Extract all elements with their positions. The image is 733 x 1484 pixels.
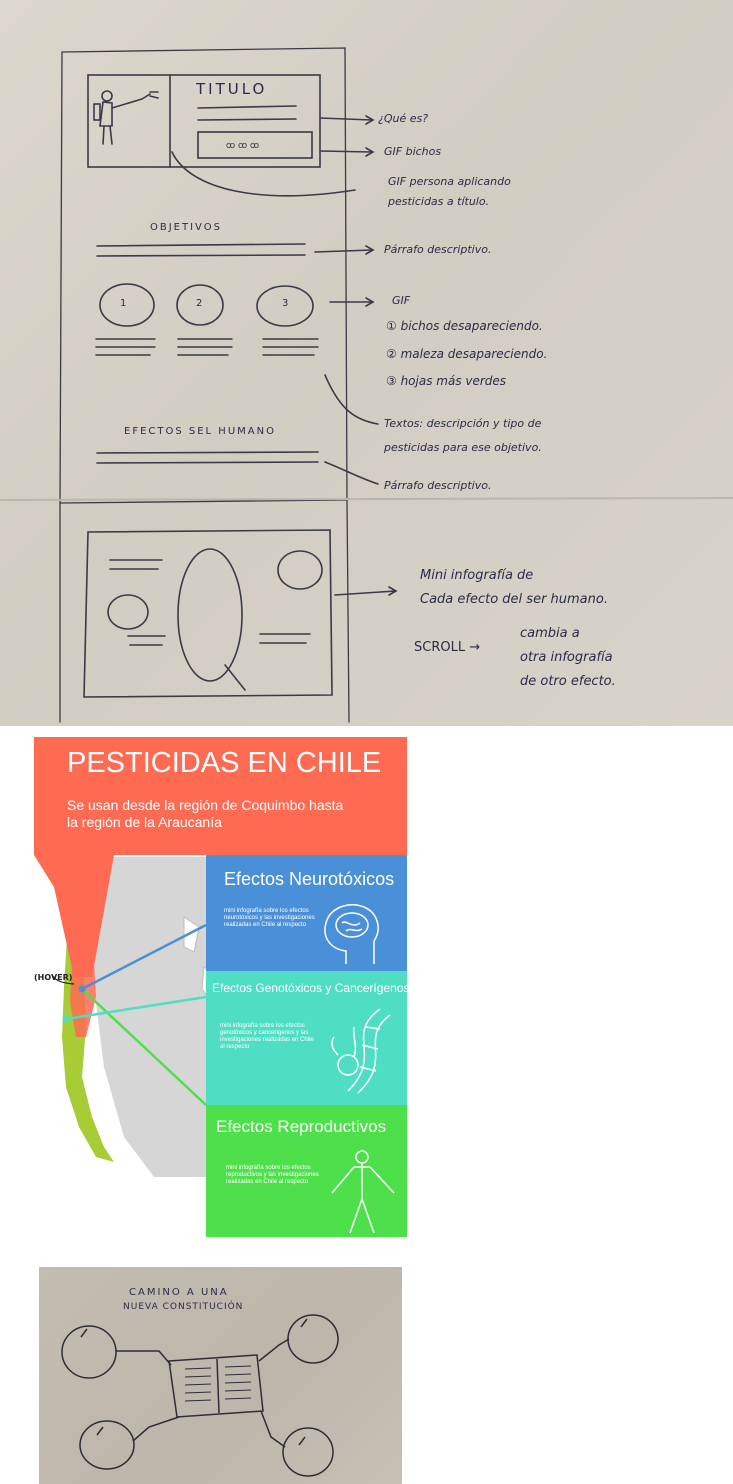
annotation-parrafo-2: Párrafo descriptivo.: [384, 479, 492, 492]
sketch-circle-3: 3: [282, 298, 289, 309]
chile-map: [34, 855, 234, 1177]
annotation-scroll-3: de otro efecto.: [520, 674, 616, 689]
annotation-item-3: ③ hojas más verdes: [386, 374, 507, 388]
annotation-gif-bichos: GIF bichos: [384, 145, 442, 158]
sketch-title: TITULO: [196, 80, 268, 98]
subtitle-line-1: Se usan desde la región de Coquimbo hast…: [67, 797, 344, 813]
annotation-item-2: ② maleza desapareciendo.: [386, 347, 548, 361]
sketch-circle-1: 1: [120, 298, 127, 309]
annotation-item-1: ① bichos desapareciendo.: [386, 319, 543, 333]
annotation-scroll-2: otra infografía: [520, 650, 613, 665]
annotation-que-es: ¿Qué es?: [378, 112, 429, 125]
header-banner: PESTICIDAS EN CHILE Se usan desde la reg…: [34, 737, 407, 855]
card-genotoxic-title: Efectos Genotóxicos y Cancerígenos: [212, 981, 407, 995]
annotation-scroll-1: cambia a: [520, 626, 580, 641]
card-genotoxic[interactable]: Efectos Genotóxicos y Cancerígenos mini …: [206, 971, 407, 1105]
annotation-gif-persona-2: pesticidas a título.: [388, 195, 490, 208]
annotation-scroll: SCROLL →: [414, 640, 481, 655]
card-neurotoxic-title: Efectos Neurotóxicos: [224, 869, 395, 889]
annotation-mini-2: Cada efecto del ser humano.: [420, 592, 608, 607]
card-reproductive-title: Efectos Reproductivos: [216, 1117, 387, 1136]
sketch-effects-heading: EFECTOS SEL HUMANO: [124, 426, 276, 437]
constitution-title-2: NUEVA CONSTITUCIÓN: [123, 1302, 244, 1312]
annotation-textos-1: Textos: descripción y tipo de: [384, 417, 542, 430]
sketch-objectives-heading: OBJETIVOS: [150, 222, 222, 233]
head-icon: [324, 903, 379, 964]
constitution-drawing: [61, 1314, 339, 1477]
svg-text:ꝏ ꝏ ꝏ: ꝏ ꝏ ꝏ: [226, 141, 259, 151]
annotation-gif: GIF: [392, 294, 411, 307]
card-reproductive[interactable]: Efectos Reproductivos mini infografía so…: [206, 1105, 407, 1237]
annotation-mini-1: Mini infografía de: [420, 568, 534, 583]
card-neurotoxic[interactable]: Efectos Neurotóxicos mini infografía sob…: [206, 855, 407, 971]
subtitle-line-2: la región de la Araucanía: [67, 814, 222, 830]
card-neurotoxic-desc: mini infografía sobre los efectos neurot…: [224, 908, 315, 928]
pesticides-infographic-mockup: PESTICIDAS EN CHILE Se usan desde la reg…: [34, 737, 407, 1237]
hover-label: (HOVER): [34, 973, 73, 982]
page-title: PESTICIDAS EN CHILE: [67, 747, 382, 779]
constitution-sketch-photo: CAMINO A UNA NUEVA CONSTITUCIÓN: [39, 1267, 402, 1484]
sketch-circle-2: 2: [196, 298, 203, 309]
annotation-gif-persona-1: GIF persona aplicando: [388, 175, 511, 188]
card-reproductive-desc: mini infografía sobre los efectos reprod…: [226, 1165, 319, 1185]
wireframe-sketch-photo: ꝏ ꝏ ꝏ TITULO OBJETIVOS EFECTOS SEL HUMAN…: [0, 0, 733, 726]
sketch-drawing: ꝏ ꝏ ꝏ: [0, 47, 733, 723]
annotation-textos-2: pesticidas para ese objetivo.: [384, 441, 542, 454]
constitution-title-1: CAMINO A UNA: [129, 1287, 229, 1298]
dna-icon: [331, 1008, 391, 1094]
card-genotoxic-desc: mini infografía sobre los efectos genotó…: [220, 1023, 314, 1050]
annotation-parrafo-1: Párrafo descriptivo.: [384, 243, 492, 256]
body-icon: [331, 1150, 395, 1234]
